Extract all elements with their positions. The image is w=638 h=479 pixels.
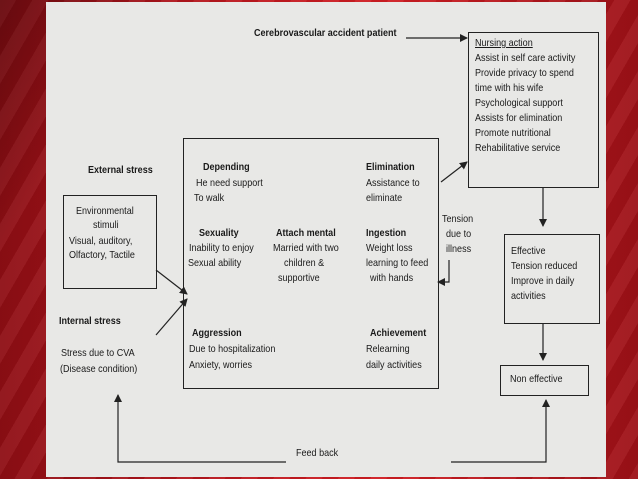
arrow-tension-to-center bbox=[437, 260, 450, 286]
effective-line: activities bbox=[511, 290, 546, 302]
elimination-line: Assistance to bbox=[366, 177, 420, 189]
aggression-heading: Aggression bbox=[192, 327, 242, 339]
diagram-title: Cerebrovascular accident patient bbox=[254, 27, 397, 39]
internal-stress-line: (Disease condition) bbox=[60, 363, 138, 375]
external-line: Visual, auditory, bbox=[69, 235, 133, 247]
nursing-line: Assist in self care activity bbox=[475, 52, 576, 64]
external-stress-box: Environmental stimuli Visual, auditory, … bbox=[63, 195, 157, 289]
external-line: Environmental bbox=[76, 205, 134, 217]
tension-line: due to bbox=[446, 228, 472, 240]
attach-heading: Attach mental bbox=[276, 227, 336, 239]
ingestion-line: learning to feed bbox=[366, 257, 429, 269]
depending-line: He need support bbox=[196, 177, 263, 189]
effective-line: Tension reduced bbox=[511, 260, 578, 272]
achievement-line: daily activities bbox=[366, 359, 422, 371]
arrow-internal-to-center bbox=[155, 298, 188, 336]
arrow-center-to-tension bbox=[440, 161, 468, 183]
achievement-line: Relearning bbox=[366, 343, 410, 355]
connector-lines bbox=[114, 34, 550, 463]
achievement-heading: Achievement bbox=[370, 327, 427, 339]
effective-line: Improve in daily bbox=[511, 275, 575, 287]
attach-line: supportive bbox=[278, 272, 320, 284]
ingestion-heading: Ingestion bbox=[366, 227, 407, 239]
arrow-feedback-left bbox=[114, 394, 286, 463]
nursing-line: Rehabilitative service bbox=[475, 142, 561, 154]
feedback-label: Feed back bbox=[296, 447, 339, 459]
sexuality-line: Inability to enjoy bbox=[189, 242, 254, 254]
aggression-line: Due to hospitalization bbox=[189, 343, 276, 355]
aggression-line: Anxiety, worries bbox=[189, 359, 253, 371]
adaptive-modes-box: Depending He need support To walk Elimin… bbox=[183, 138, 439, 389]
elimination-heading: Elimination bbox=[366, 161, 415, 173]
nursing-heading: Nursing action bbox=[475, 37, 533, 49]
depending-line: To walk bbox=[194, 192, 225, 204]
tension-line: Tension bbox=[442, 213, 474, 225]
tension-line: illness bbox=[446, 243, 472, 255]
internal-stress-heading: Internal stress bbox=[59, 315, 121, 327]
internal-stress-line: Stress due to CVA bbox=[61, 347, 135, 359]
sexuality-heading: Sexuality bbox=[199, 227, 239, 239]
effective-line: Effective bbox=[511, 245, 546, 257]
diagram-slide: Cerebrovascular accident patient Externa… bbox=[46, 2, 606, 477]
sexuality-line: Sexual ability bbox=[188, 257, 242, 269]
external-line: Olfactory, Tactile bbox=[69, 249, 135, 261]
non-effective-label: Non effective bbox=[510, 373, 563, 385]
nursing-line: Psychological support bbox=[475, 97, 563, 109]
ingestion-line: with hands bbox=[370, 272, 414, 284]
nursing-line: time with his wife bbox=[475, 82, 544, 94]
elimination-line: eliminate bbox=[366, 192, 403, 204]
nursing-action-box: Nursing action Assist in self care activ… bbox=[468, 32, 599, 188]
attach-line: children & bbox=[284, 257, 325, 269]
nursing-line: Assists for elimination bbox=[475, 112, 563, 124]
ingestion-line: Weight loss bbox=[366, 242, 413, 254]
arrow-external-to-center bbox=[155, 269, 188, 295]
external-line: stimuli bbox=[93, 219, 119, 231]
external-stress-heading: External stress bbox=[88, 164, 153, 176]
nursing-line: Provide privacy to spend bbox=[475, 67, 574, 79]
nursing-line: Promote nutritional bbox=[475, 127, 551, 139]
depending-heading: Depending bbox=[203, 161, 250, 173]
arrow-feedback-right bbox=[451, 399, 550, 463]
non-effective-box: Non effective bbox=[500, 365, 589, 396]
effective-box: Effective Tension reduced Improve in dai… bbox=[504, 234, 600, 324]
attach-line: Married with two bbox=[273, 242, 339, 254]
